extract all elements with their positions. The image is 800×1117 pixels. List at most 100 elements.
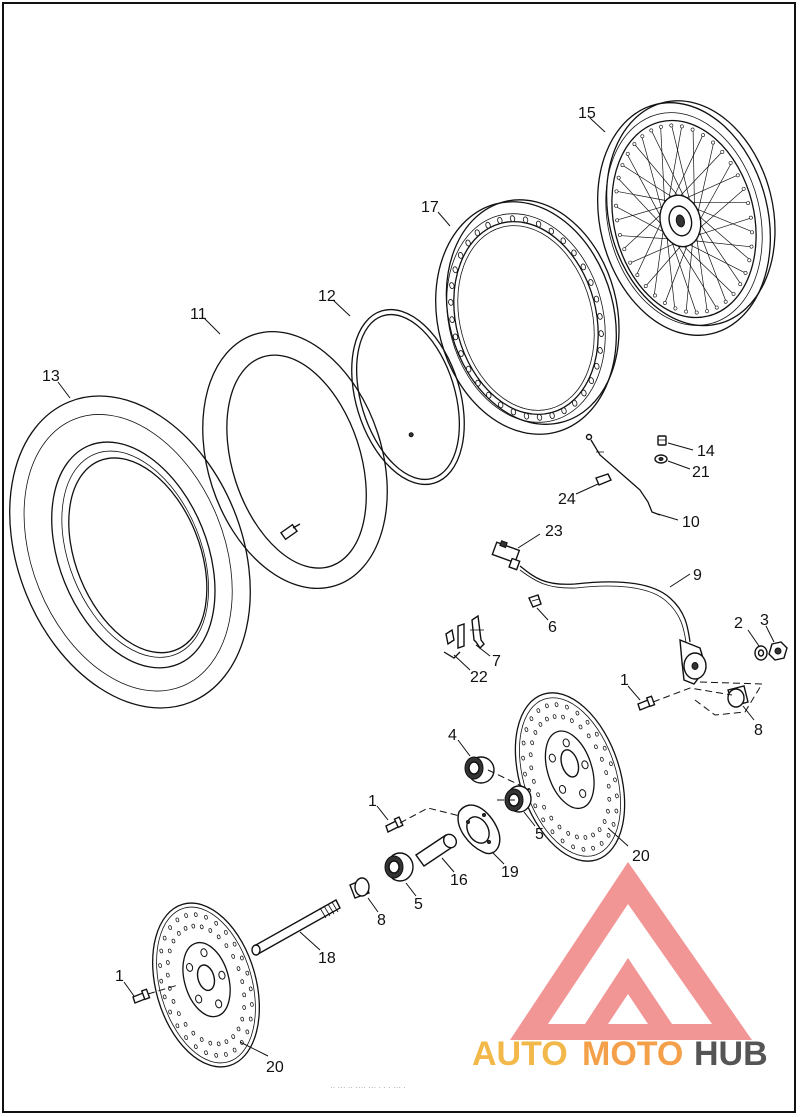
spoke [669, 234, 698, 315]
rim-hole [588, 279, 594, 286]
rim-hole [458, 350, 464, 357]
rim-hole [509, 215, 516, 222]
rotor-hole [524, 727, 529, 732]
spoke-nipple [750, 230, 754, 235]
rotor-hole [583, 835, 588, 840]
rotor-hole [166, 960, 170, 965]
spoke-nipple [705, 309, 709, 314]
rotor-hole [236, 966, 241, 971]
spoke-nipple [622, 247, 627, 252]
spoke [685, 235, 694, 314]
rotor-hole [216, 1041, 221, 1047]
callout-13: 13 [42, 368, 60, 385]
rotor-hole [224, 930, 228, 935]
spoked-wheel [596, 100, 776, 336]
rotor-hole [159, 948, 164, 954]
callout-23: 23 [545, 523, 563, 540]
spoke [670, 123, 692, 208]
callout-9: 9 [693, 567, 702, 584]
spoke [696, 161, 733, 227]
sensor-cable [519, 565, 691, 643]
rotor-hole [531, 779, 536, 784]
speed-sensor-connector [491, 540, 521, 571]
callout-5-right: 5 [535, 826, 544, 843]
callout-labels: 15 17 12 11 13 14 21 24 10 23 9 6 7 22 2… [42, 105, 769, 1076]
callout-22: 22 [470, 669, 488, 686]
spoke-nipple [632, 142, 637, 147]
rim-hole [465, 239, 471, 247]
rotor-bolt [579, 789, 587, 798]
rotor-hole [529, 765, 534, 771]
spoke-nipple [735, 173, 740, 178]
spoke-nipple [614, 189, 619, 194]
rotor-bolt [548, 753, 556, 763]
spoke-nipple [669, 123, 674, 128]
rim-hole [522, 216, 529, 224]
rotor-hole [545, 703, 549, 709]
rotor-hole [599, 841, 604, 846]
rotor-hole [602, 745, 607, 751]
rim-hole [449, 316, 455, 324]
rotor-hole [236, 1026, 241, 1032]
rotor-hole [536, 792, 540, 798]
rotor-hole [615, 793, 619, 799]
rim-hole [580, 263, 586, 271]
spoke [696, 140, 715, 220]
callout-8-lower: 8 [377, 912, 386, 929]
rotor-hole [602, 819, 607, 824]
rotor-hole [575, 710, 580, 716]
rotor-hole [248, 1016, 253, 1022]
spoke [692, 217, 753, 238]
rotor-hole [600, 756, 604, 762]
spoke-nipple [720, 150, 725, 154]
callout-20-left: 20 [266, 1059, 284, 1076]
callout-2: 2 [734, 615, 743, 632]
rotor-hole [168, 925, 172, 930]
spoke-nipple [616, 175, 621, 180]
bolt-upper-right [637, 695, 656, 711]
callout-21: 21 [692, 464, 710, 481]
rotor-bolt [581, 760, 589, 770]
valve-extension [585, 433, 661, 516]
spoke-nipple [618, 233, 622, 237]
rim-hole [560, 237, 566, 245]
rotor-hole [224, 1052, 228, 1057]
callout-10: 10 [682, 514, 700, 531]
spoke-nipple [635, 273, 640, 277]
spoke [695, 230, 708, 314]
spoke-nipple [684, 309, 688, 314]
rotor-hole [566, 831, 570, 836]
rim-hole [597, 347, 603, 354]
tire [9, 395, 251, 709]
spoke [616, 176, 668, 231]
spoke-nipple [748, 215, 753, 220]
callout-5-left: 5 [414, 896, 423, 913]
rotor-hole [177, 1011, 181, 1016]
spoke-nipple [749, 244, 754, 249]
spoke [690, 206, 755, 233]
rotor-hole [536, 708, 541, 713]
rotor-hole [570, 718, 574, 723]
washer-part-2 [754, 645, 768, 661]
spoke-nipple [628, 260, 633, 265]
rim-hole [449, 282, 455, 289]
rotor-hole [554, 702, 559, 707]
rotor-hole [586, 733, 591, 739]
rotor-hole [538, 722, 543, 727]
rotor-hole [162, 994, 167, 1000]
rotor-hole [184, 1035, 188, 1040]
spoke [695, 217, 743, 286]
rotor-hole [533, 730, 538, 735]
rotor-hole [533, 803, 538, 809]
rotor-hole [191, 923, 196, 929]
rotor-hole [171, 938, 176, 944]
callout-18: 18 [318, 950, 336, 967]
rim-hole [571, 249, 577, 257]
rotor-hole [193, 912, 198, 917]
rotor-hole [199, 924, 204, 930]
spoke-nipple [714, 305, 719, 310]
rotor-hole [158, 963, 162, 968]
callout-4: 4 [448, 727, 457, 744]
rim-hole [597, 312, 603, 320]
